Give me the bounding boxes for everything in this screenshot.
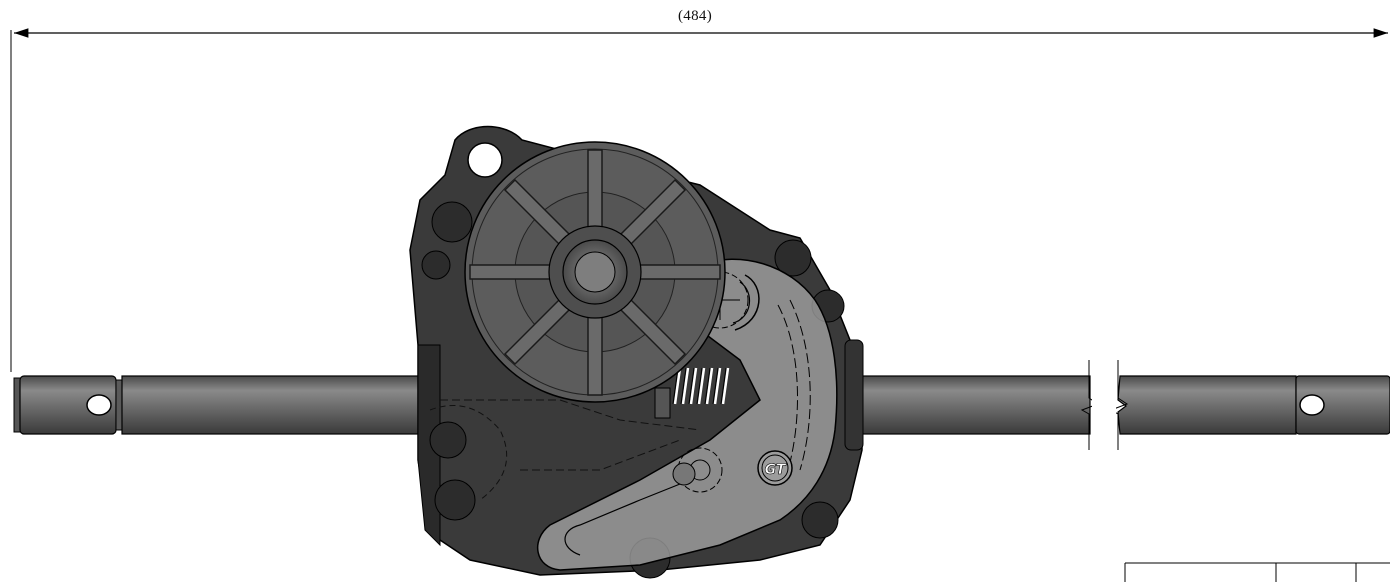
right-shaft (854, 360, 1390, 450)
title-block (1124, 562, 1390, 582)
mount-hole (467, 142, 503, 178)
left-shaft-hole (86, 394, 112, 416)
impeller-wheel (464, 141, 726, 403)
overall-length-dimension-text: (484) (678, 8, 712, 24)
left-shaft (13, 375, 423, 435)
spring (654, 367, 730, 419)
gt-logo-text: GT (765, 462, 787, 478)
right-shaft-hole (1299, 394, 1325, 416)
dimension-line (10, 28, 1388, 372)
gt-logo-badge (757, 450, 793, 486)
